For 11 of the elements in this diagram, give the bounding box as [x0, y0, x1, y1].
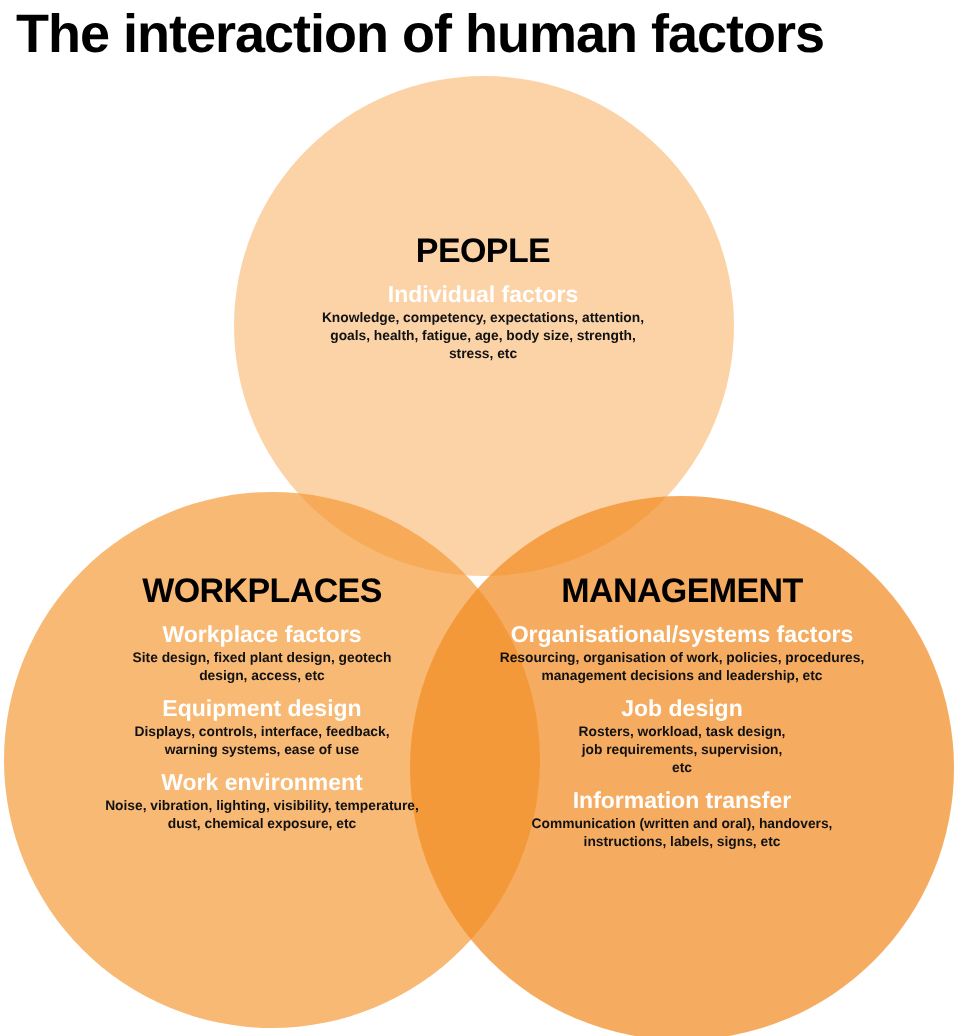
title: The interaction of human factors [16, 4, 825, 66]
factor-heading: Workplace factors [162, 624, 362, 648]
factor-heading: Organisational/systems factors [510, 624, 854, 648]
factor-heading: Individual factors [387, 284, 579, 308]
factor-heading: Work environment [161, 772, 363, 796]
factor-heading: Job design [621, 698, 743, 722]
circle-heading: PEOPLE [415, 232, 551, 272]
circle-heading: MANAGEMENT [561, 572, 803, 612]
circle-heading: WORKPLACES [142, 572, 382, 612]
factor-heading: Information transfer [572, 790, 792, 814]
factor-heading: Equipment design [162, 698, 362, 722]
